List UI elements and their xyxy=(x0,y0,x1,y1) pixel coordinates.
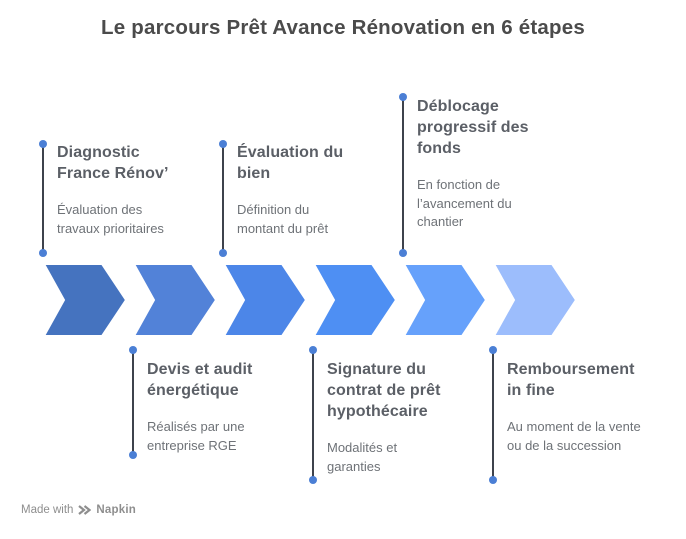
step-2: Devis et audit énergétique Réalisés par … xyxy=(147,359,272,455)
step-2-connector-dot-bottom xyxy=(129,451,137,459)
step-5: Déblocage progressif des fonds En foncti… xyxy=(417,96,542,232)
chevron-shape-4 xyxy=(312,263,398,337)
step-1: Diagnostic France Rénov’ Évaluation des … xyxy=(57,142,182,238)
step-6-connector-dot-bottom xyxy=(489,476,497,484)
step-5-connector-dot-top xyxy=(399,93,407,101)
step-4-subtitle: Modalités et garanties xyxy=(327,440,398,474)
step-3-connector-dot-bottom xyxy=(219,249,227,257)
chevron-shape-6 xyxy=(492,263,578,337)
step-6-title: Remboursement in fine xyxy=(507,361,635,400)
brand-label: Napkin xyxy=(96,504,136,516)
step-6: Remboursement in fine Au moment de la ve… xyxy=(507,359,642,455)
chevron-arrow-3 xyxy=(222,263,308,337)
step-3-subtitle: Définition du montant du prêt xyxy=(237,202,329,236)
step-4: Signature du contrat de prêt hypothécair… xyxy=(327,359,452,476)
step-4-title: Signature du contrat de prêt hypothécair… xyxy=(327,361,441,421)
watermark: Made with Napkin xyxy=(21,504,136,516)
chevron-arrow-5 xyxy=(402,263,488,337)
step-1-title: Diagnostic France Rénov’ xyxy=(57,144,169,183)
chevron-shape-5 xyxy=(402,263,488,337)
chevron-shape-3 xyxy=(222,263,308,337)
chevron-arrow-6 xyxy=(492,263,578,337)
step-3-title: Évaluation du bien xyxy=(237,144,344,183)
step-4-connector-line xyxy=(312,352,314,478)
step-2-subtitle: Réalisés par une entreprise RGE xyxy=(147,419,245,453)
step-2-connector-dot-top xyxy=(129,346,137,354)
step-6-connector-line xyxy=(492,352,494,478)
chevron-arrow-1 xyxy=(42,263,128,337)
step-4-connector-dot-bottom xyxy=(309,476,317,484)
step-2-title: Devis et audit énergétique xyxy=(147,361,253,400)
napkin-logo-icon xyxy=(78,505,92,515)
step-5-title: Déblocage progressif des fonds xyxy=(417,98,529,158)
step-3-connector-line xyxy=(222,146,224,251)
step-3: Évaluation du bien Définition du montant… xyxy=(237,142,359,238)
step-1-connector-dot-bottom xyxy=(39,249,47,257)
step-1-connector-dot-top xyxy=(39,140,47,148)
step-5-connector-dot-bottom xyxy=(399,249,407,257)
step-6-subtitle: Au moment de la vente ou de la successio… xyxy=(507,419,641,453)
step-4-connector-dot-top xyxy=(309,346,317,354)
made-with-label: Made with xyxy=(21,504,74,516)
step-1-connector-line xyxy=(42,146,44,251)
step-5-subtitle: En fonction de l’avancement du chantier xyxy=(417,177,512,230)
chevron-shape-1 xyxy=(42,263,128,337)
chevron-shape-2 xyxy=(132,263,218,337)
step-5-connector-line xyxy=(402,99,404,251)
chevron-arrow-2 xyxy=(132,263,218,337)
step-3-connector-dot-top xyxy=(219,140,227,148)
page-title: Le parcours Prêt Avance Rénovation en 6 … xyxy=(101,16,585,39)
step-2-connector-line xyxy=(132,352,134,453)
chevron-arrow-4 xyxy=(312,263,398,337)
step-1-subtitle: Évaluation des travaux prioritaires xyxy=(57,202,164,236)
step-6-connector-dot-top xyxy=(489,346,497,354)
